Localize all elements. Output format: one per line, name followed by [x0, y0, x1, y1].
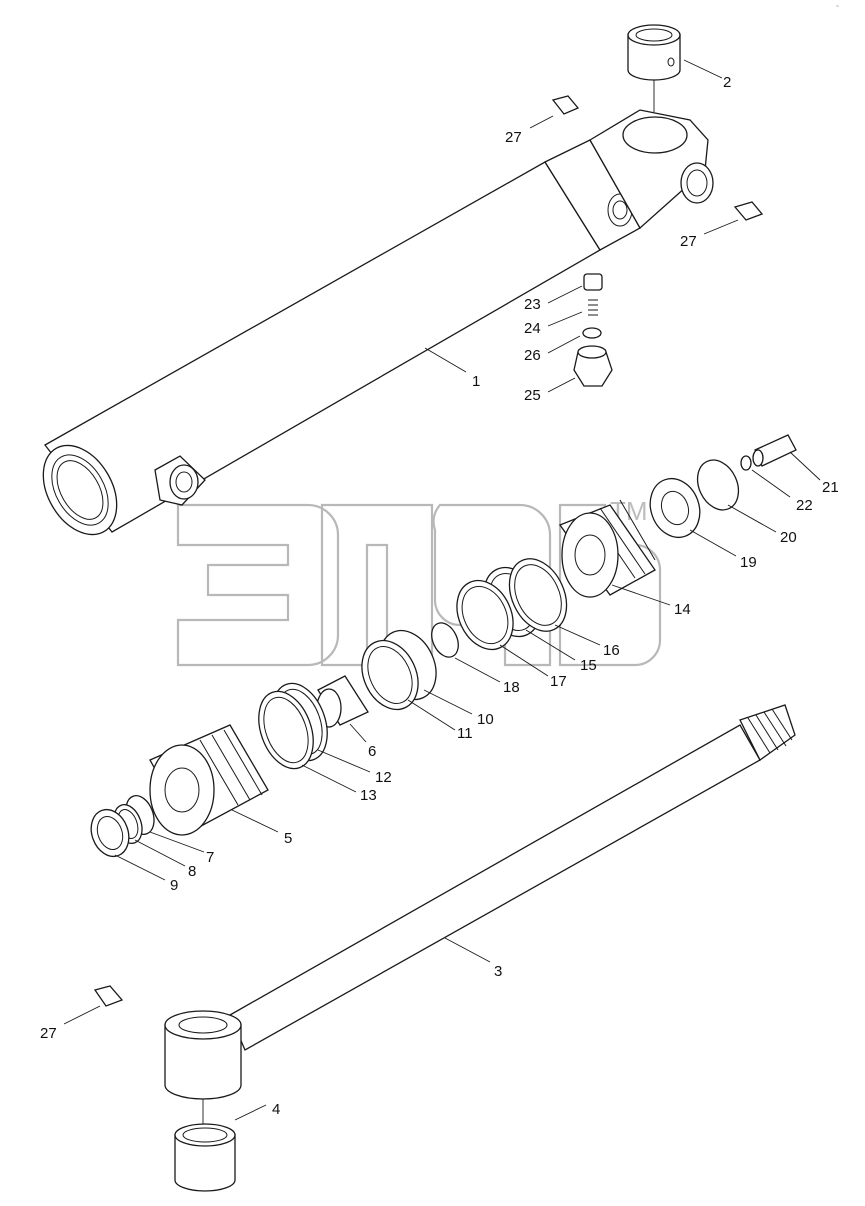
callout-26: 26: [524, 347, 541, 364]
callout-8: 8: [188, 863, 196, 880]
part-23-plug: [583, 273, 603, 291]
callout-14: 14: [674, 601, 691, 618]
callout-5: 5: [284, 830, 292, 847]
corner-code: ~: [836, 4, 839, 10]
callout-13: 13: [360, 787, 377, 804]
callout-9: 9: [170, 877, 178, 894]
callout-10: 10: [477, 711, 494, 728]
part-3-piston-rod: [164, 704, 796, 1130]
part-1-cylinder-barrel: [42, 109, 714, 536]
callout-27-bottom: 27: [40, 1025, 57, 1042]
callout-1: 1: [472, 373, 480, 390]
callout-labels: 2 1 3 4 5 6 7 8 9 10 11 12 13 14 15 16 1…: [40, 74, 839, 1118]
part-13-split-ring: [258, 690, 314, 770]
part-6-bushing: [316, 675, 369, 728]
callout-4: 4: [272, 1101, 280, 1118]
part-24-spring: [588, 299, 598, 316]
callout-25: 25: [524, 387, 541, 404]
part-11-ring: [361, 639, 419, 711]
part-26-o-ring: [582, 327, 602, 339]
part-14-piston: [558, 499, 656, 598]
part-4-bushing: [174, 1123, 236, 1192]
part-27-grease-fitting-c: [93, 985, 124, 1007]
part-25-check-valve: [573, 345, 613, 387]
part-27-grease-fitting-b: [733, 201, 764, 221]
part-21-pin: [752, 434, 797, 467]
callout-21: 21: [822, 479, 839, 496]
callout-27-top: 27: [505, 129, 522, 146]
part-2-bushing: [627, 24, 681, 112]
callout-19: 19: [740, 554, 757, 571]
callout-11: 11: [457, 725, 473, 742]
callout-3: 3: [494, 963, 502, 980]
callout-2: 2: [723, 74, 731, 91]
callout-6: 6: [368, 743, 376, 760]
part-27-grease-fitting-a: [551, 95, 580, 115]
part-19-nut: [649, 477, 701, 539]
part-18-o-ring: [431, 622, 459, 658]
callout-22: 22: [796, 497, 813, 514]
callout-12: 12: [375, 769, 392, 786]
watermark-logo: TM: [176, 496, 662, 667]
callout-23: 23: [524, 296, 541, 313]
callout-20: 20: [780, 529, 797, 546]
callout-27-right: 27: [680, 233, 697, 250]
callout-7: 7: [206, 849, 214, 866]
part-16-ring: [508, 558, 568, 632]
part-5-gland: [149, 724, 269, 836]
part-17-ring: [456, 579, 514, 651]
part-9-wiper: [90, 808, 130, 858]
part-20-snap-ring: [696, 459, 740, 511]
part-22-ring: [740, 455, 752, 471]
callout-15: 15: [580, 657, 597, 674]
callout-17: 17: [550, 673, 567, 690]
leader-lines: [63, 59, 821, 1121]
callout-24: 24: [524, 320, 541, 337]
callout-18: 18: [503, 679, 520, 696]
callout-16: 16: [603, 642, 620, 659]
